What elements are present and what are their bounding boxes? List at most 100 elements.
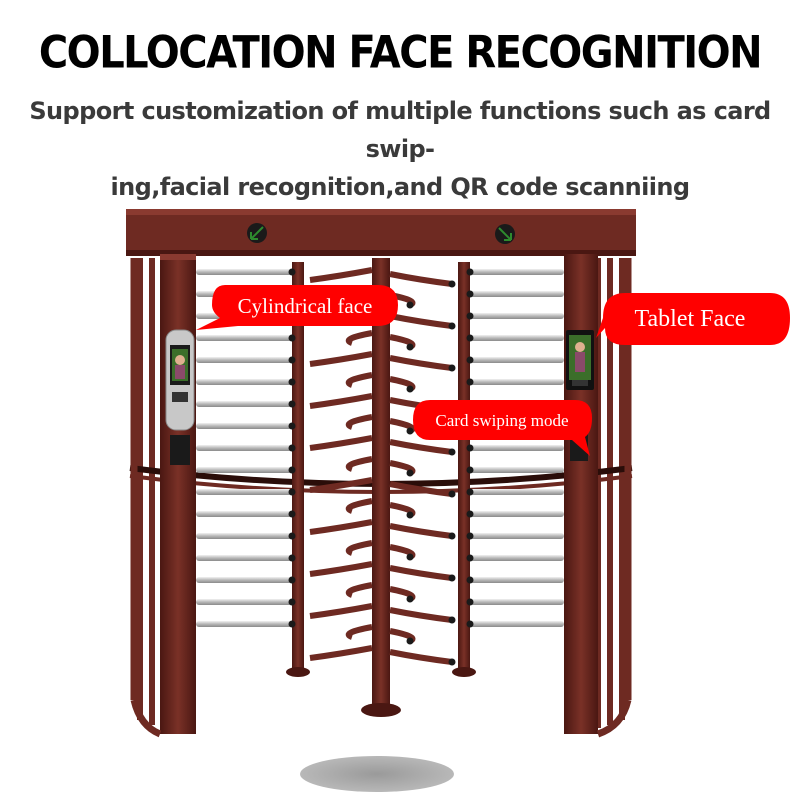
rotor-arm-cap bbox=[448, 322, 456, 330]
callout-tablet-label: Tablet Face bbox=[635, 306, 746, 332]
left-fence-bar bbox=[196, 599, 292, 605]
rotor-arm-cap bbox=[448, 658, 456, 666]
rotor-arm bbox=[345, 414, 373, 430]
rotor-arm bbox=[389, 439, 453, 455]
right-fence-bar bbox=[470, 291, 564, 297]
right-fence-bar-cap bbox=[466, 356, 474, 364]
left-fence-bar bbox=[196, 533, 292, 539]
left-fence-bar bbox=[196, 335, 292, 341]
right-fence-bar bbox=[470, 511, 564, 517]
left-fence-bar-cap bbox=[288, 356, 296, 364]
left-fence-bar-cap bbox=[288, 620, 296, 628]
right-fence-bar bbox=[470, 269, 564, 275]
subtitle-line-2: ing,facial recognition,and QR code scann… bbox=[110, 173, 691, 201]
rotor-arm bbox=[309, 351, 373, 367]
rotor-arm bbox=[309, 477, 373, 493]
rotor-arm bbox=[389, 481, 453, 497]
left-fence-bar bbox=[196, 269, 292, 275]
rotor-arm bbox=[309, 603, 373, 619]
page-title: COLLOCATION FACE RECOGNITION bbox=[38, 27, 763, 79]
rotor-arm bbox=[309, 561, 373, 577]
rotor-arm bbox=[389, 271, 453, 287]
left-fence-bar-cap bbox=[288, 422, 296, 430]
subtitle-line-1: Support customization of multiple functi… bbox=[29, 97, 771, 163]
right-pillar bbox=[564, 254, 598, 734]
right-fence-bar-cap bbox=[466, 312, 474, 320]
left-fence-bar-cap bbox=[288, 400, 296, 408]
callout-card-label: Card swiping mode bbox=[435, 411, 568, 430]
right-fence-bar-cap bbox=[466, 268, 474, 276]
right-fence-bar bbox=[470, 335, 564, 341]
rotor-arm-cap bbox=[406, 637, 414, 645]
rotor-arm bbox=[345, 540, 373, 556]
right-fence-bar-cap bbox=[466, 576, 474, 584]
entry-indicator-icon bbox=[247, 223, 267, 243]
rotor-arm bbox=[309, 645, 373, 661]
left-fence-bar-cap bbox=[288, 378, 296, 386]
callout-card-swiping: Card swiping mode bbox=[413, 400, 592, 456]
callout-tablet-face: Tablet Face bbox=[596, 293, 790, 345]
rotor-arm bbox=[389, 565, 453, 581]
left-fence-bar bbox=[196, 555, 292, 561]
left-fence-bars bbox=[196, 268, 296, 628]
left-pillar bbox=[160, 254, 196, 734]
right-fence-bars bbox=[466, 268, 564, 628]
right-fence-bar bbox=[470, 357, 564, 363]
rotor-arm bbox=[345, 456, 373, 472]
right-fence-bar-cap bbox=[466, 488, 474, 496]
right-fence-bar-cap bbox=[466, 466, 474, 474]
callout-cylindrical-label: Cylindrical face bbox=[238, 294, 373, 318]
right-fence-bar-cap bbox=[466, 444, 474, 452]
rotor-arm-cap bbox=[406, 301, 414, 309]
rotor-arm-cap bbox=[406, 595, 414, 603]
right-fence-bar bbox=[470, 533, 564, 539]
callout-cylindrical-face: Cylindrical face bbox=[196, 285, 398, 330]
rotor-arm-cap bbox=[406, 469, 414, 477]
right-fence-bar-cap bbox=[466, 598, 474, 606]
left-fence-bar bbox=[196, 489, 292, 495]
rotor-arm-cap bbox=[406, 385, 414, 393]
rotor-arm bbox=[389, 523, 453, 539]
right-fence-bar bbox=[470, 467, 564, 473]
rotor-arm-cap bbox=[448, 574, 456, 582]
exit-indicator-icon bbox=[495, 224, 515, 244]
rotor-column bbox=[286, 258, 476, 717]
left-fence-bar-cap bbox=[288, 510, 296, 518]
floor-shadow bbox=[300, 756, 454, 792]
left-fence-bar-cap bbox=[288, 532, 296, 540]
rotor-arm bbox=[345, 498, 373, 514]
left-fence-bar-cap bbox=[288, 576, 296, 584]
right-fence-bar bbox=[470, 555, 564, 561]
right-fence-bar bbox=[470, 489, 564, 495]
rotor-arm bbox=[389, 355, 453, 371]
left-fence-bar-cap bbox=[288, 466, 296, 474]
left-fence-bar-cap bbox=[288, 268, 296, 276]
right-fence-bar bbox=[470, 313, 564, 319]
rotor-arm bbox=[309, 267, 373, 283]
page-subtitle: Support customization of multiple functi… bbox=[20, 92, 780, 206]
rotor-arm bbox=[389, 649, 453, 665]
right-fence-bar bbox=[470, 577, 564, 583]
left-fence-bar bbox=[196, 423, 292, 429]
left-fence-bar-cap bbox=[288, 334, 296, 342]
right-fence-bar bbox=[470, 445, 564, 451]
rotor-arm bbox=[309, 435, 373, 451]
rotor-arm bbox=[309, 519, 373, 535]
rotor-arm-cap bbox=[448, 532, 456, 540]
left-fence-bar-cap bbox=[288, 444, 296, 452]
cylindrical-face-device bbox=[165, 329, 195, 465]
rotor-arm bbox=[345, 624, 373, 640]
rotor-arm-cap bbox=[448, 364, 456, 372]
left-fence-bar bbox=[196, 445, 292, 451]
left-fence-bar bbox=[196, 511, 292, 517]
left-fence-bar-cap bbox=[288, 488, 296, 496]
right-fence-bar bbox=[470, 621, 564, 627]
left-fence-bar bbox=[196, 379, 292, 385]
rotor-arm bbox=[345, 330, 373, 346]
rotor-arm-cap bbox=[448, 448, 456, 456]
right-fence-bar-cap bbox=[466, 532, 474, 540]
right-fence-bar bbox=[470, 379, 564, 385]
rotor-arm-cap bbox=[448, 280, 456, 288]
rotor-arm bbox=[345, 372, 373, 388]
